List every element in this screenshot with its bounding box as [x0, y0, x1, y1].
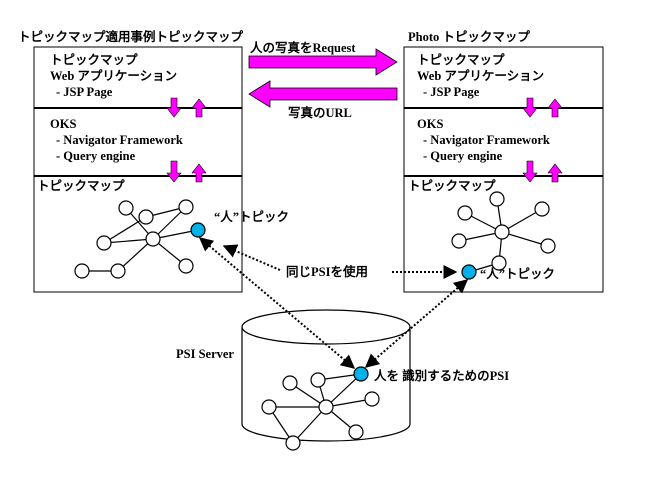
- left-app-layer: トピックマップ Web アプリケーション - JSP Page: [50, 52, 177, 99]
- right-app-subtitle: Web アプリケーション: [417, 68, 544, 83]
- right-app-title: トピックマップ: [417, 52, 505, 67]
- left-oks-title: OKS: [50, 117, 76, 131]
- psi-link-left: [198, 237, 356, 369]
- right-oks-navigator: - Navigator Framework: [423, 133, 550, 147]
- right-oks-title: OKS: [417, 117, 443, 131]
- left-oks-navigator: - Navigator Framework: [56, 133, 183, 147]
- right-app-jsp: - JSP Page: [423, 85, 480, 99]
- right-oks-query: - Query engine: [423, 149, 503, 163]
- right-person-topic-node: [461, 264, 477, 280]
- psi-person-node: [353, 366, 369, 382]
- right-map-label: トピックマップ: [408, 178, 496, 193]
- right-layer-arrows: [522, 97, 563, 183]
- left-app-subtitle: Web アプリケーション: [50, 68, 177, 83]
- left-system-title: トピックマップ適用事例トピックマップ: [18, 29, 244, 44]
- response-arrow-label: 写真のURL: [288, 105, 352, 120]
- left-topic-label: “人”トピック: [214, 209, 289, 224]
- right-system-box: [403, 46, 604, 293]
- psi-topic-label: 人を 識別するためのPSI: [374, 368, 509, 383]
- right-app-layer: トピックマップ Web アプリケーション - JSP Page: [417, 52, 544, 99]
- left-oks-query: - Query engine: [56, 149, 136, 163]
- psi-server-label: PSI Server: [176, 347, 234, 361]
- psi-server-topic-graph: [261, 366, 380, 451]
- request-arrow: [248, 48, 398, 76]
- same-psi-label: 同じPSIを使用: [286, 264, 368, 279]
- left-oks-layer: OKS - Navigator Framework - Query engine: [50, 117, 183, 163]
- left-topic-graph: [74, 199, 206, 279]
- right-oks-layer: OKS - Navigator Framework - Query engine: [417, 117, 550, 163]
- right-topic-label: “人”トピック: [480, 266, 555, 281]
- right-topic-graph: [451, 191, 556, 280]
- left-person-topic-node: [190, 222, 206, 238]
- left-map-label: トピックマップ: [37, 178, 125, 193]
- right-system-title: Photo トピックマップ: [408, 29, 530, 44]
- left-app-title: トピックマップ: [50, 52, 138, 67]
- response-arrow: [248, 80, 398, 108]
- left-app-jsp: - JSP Page: [56, 85, 113, 99]
- request-arrow-label: 人の写真をRequest: [250, 40, 356, 55]
- left-layer-arrows: [166, 97, 207, 183]
- left-system-box: [33, 46, 243, 293]
